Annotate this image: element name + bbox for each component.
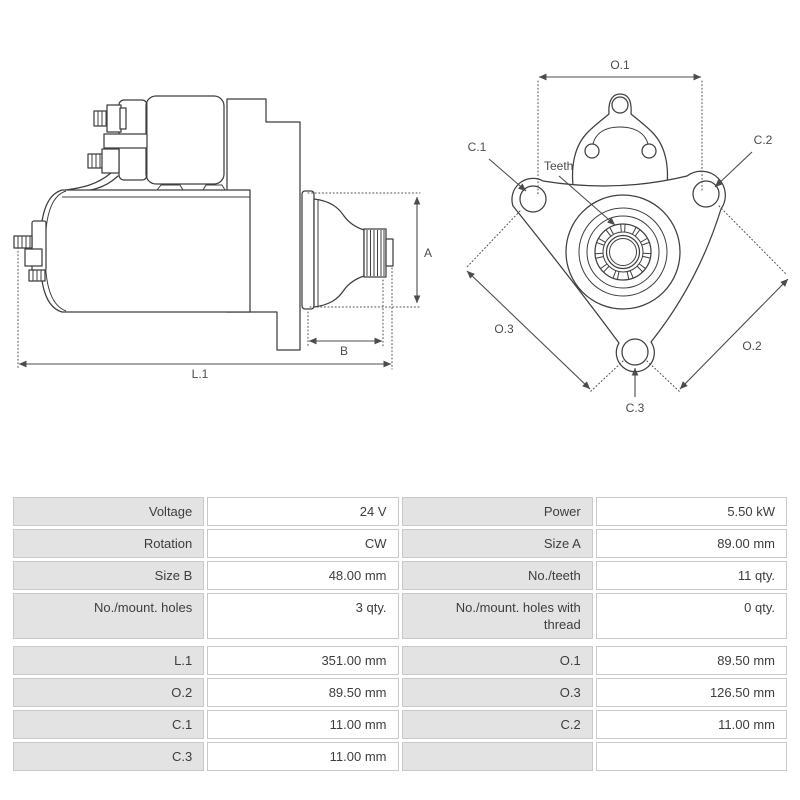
dim-label-o3: O.3 (494, 322, 514, 336)
dim-label-l1: L.1 (192, 367, 209, 381)
spec-value: 11.00 mm (207, 742, 399, 771)
spec-label: O.1 (401, 646, 593, 675)
spec-label (401, 742, 593, 771)
table-row: Rotation CW Size A 89.00 mm (13, 529, 787, 558)
gear-bore (605, 234, 641, 270)
spec-label: No./teeth (401, 561, 593, 590)
spec-label: Size A (401, 529, 593, 558)
table-row: Voltage 24 V Power 5.50 kW (13, 497, 787, 526)
spec-label: C.1 (13, 710, 205, 739)
mounting-hole-c2 (692, 180, 720, 208)
nose-cone (313, 198, 365, 308)
spec-label: Voltage (13, 497, 205, 526)
specs-table: Voltage 24 V Power 5.50 kW Rotation CW S… (10, 494, 790, 774)
spec-label: No./mount. holes with thread (401, 593, 593, 639)
spec-value: 126.50 mm (595, 678, 787, 707)
table-row: L.1 351.00 mm O.1 89.50 mm (13, 646, 787, 675)
dim-label-c2: C.2 (754, 133, 773, 147)
terminal-nut (106, 104, 122, 133)
dim-label-c3: C.3 (626, 401, 645, 415)
spec-label: O.2 (13, 678, 205, 707)
pinion-end-cap (385, 238, 394, 267)
dim-label-c1: C.1 (468, 140, 487, 154)
technical-drawing: A B L.1 (13, 58, 789, 415)
spec-label: No./mount. holes (13, 593, 205, 639)
table-row: Size B 48.00 mm No./teeth 11 qty. (13, 561, 787, 590)
spec-value: 351.00 mm (207, 646, 399, 675)
spec-value (595, 742, 787, 771)
starter-side-view: A B L.1 (13, 95, 432, 381)
spec-value: 11.00 mm (595, 710, 787, 739)
mounting-flange-plate (301, 190, 315, 310)
spec-label: O.3 (401, 678, 593, 707)
motor-body (39, 189, 251, 313)
dim-label-teeth: Teeth (544, 159, 573, 173)
spec-label: L.1 (13, 646, 205, 675)
spec-value: 24 V (207, 497, 399, 526)
spec-label: Power (401, 497, 593, 526)
table-row: O.2 89.50 mm O.3 126.50 mm (13, 678, 787, 707)
dim-label-o1: O.1 (610, 58, 630, 72)
spec-label: C.3 (13, 742, 205, 771)
bell-housing (571, 93, 669, 194)
terminal-nut (101, 148, 120, 174)
spec-value: 11 qty. (595, 561, 787, 590)
spec-label: Rotation (13, 529, 205, 558)
spec-value: 11.00 mm (207, 710, 399, 739)
dim-label-a: A (424, 246, 432, 260)
mounting-hole-c1 (519, 185, 547, 213)
starter-front-view: O.1 C.1 C.2 Teeth O.3 O.2 C.3 (466, 58, 789, 415)
spec-value: 5.50 kW (595, 497, 787, 526)
spec-value: 0 qty. (595, 593, 787, 639)
spec-label: Size B (13, 561, 205, 590)
spec-value: CW (207, 529, 399, 558)
dim-label-o2: O.2 (742, 339, 762, 353)
gear-teeth (595, 224, 651, 280)
mounting-hole-c3 (621, 338, 649, 366)
rear-stud-nut (24, 248, 43, 267)
table-row: C.1 11.00 mm C.2 11.00 mm (13, 710, 787, 739)
terminal-blade (103, 133, 148, 149)
solenoid-body (145, 95, 225, 185)
spec-value: 3 qty. (207, 593, 399, 639)
top-lug-hole (611, 96, 629, 114)
rear-stud-thread (13, 235, 33, 249)
spec-label: C.2 (401, 710, 593, 739)
table-group-spacer (13, 642, 787, 643)
table-row: No./mount. holes 3 qty. No./mount. holes… (13, 593, 787, 639)
spec-value: 89.50 mm (207, 678, 399, 707)
spec-value: 89.50 mm (595, 646, 787, 675)
spec-value: 48.00 mm (207, 561, 399, 590)
table-row: C.3 11.00 mm (13, 742, 787, 771)
solenoid-wire (59, 172, 112, 192)
dim-label-b: B (340, 344, 348, 358)
spec-value: 89.00 mm (595, 529, 787, 558)
